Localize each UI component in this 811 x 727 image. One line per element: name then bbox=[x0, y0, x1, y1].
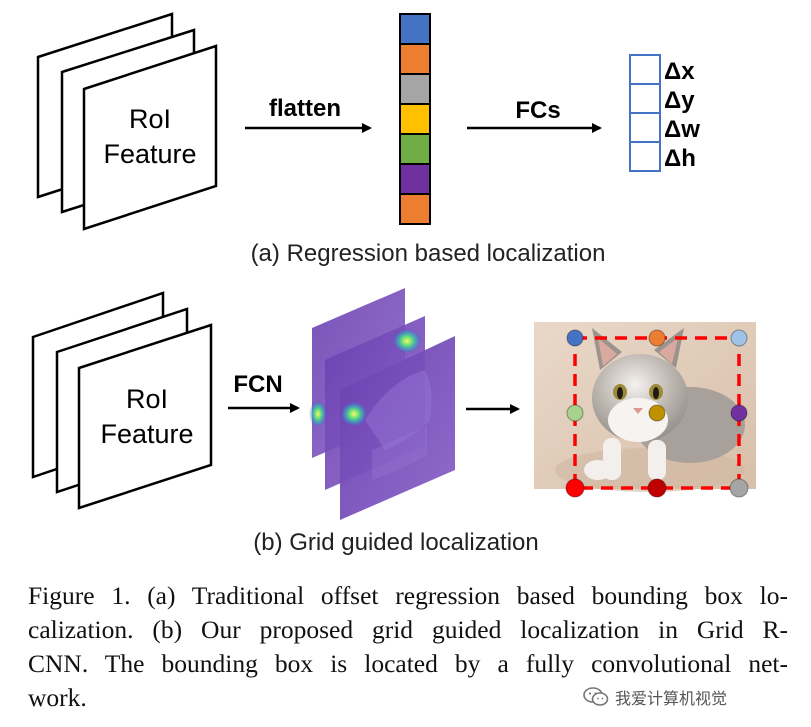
flatten-label: flatten bbox=[269, 95, 341, 122]
grid-point-bottom-2 bbox=[647, 478, 667, 498]
grid-point-middle-2 bbox=[648, 404, 666, 422]
output-label-3: Δw bbox=[664, 116, 700, 143]
vector-cell-5 bbox=[399, 133, 431, 165]
fcn-label: FCN bbox=[233, 371, 282, 398]
feature-label-a: Feature bbox=[103, 139, 196, 169]
output-cell-1 bbox=[629, 54, 661, 85]
watermark: 我爱计算机视觉 bbox=[583, 682, 727, 712]
fcs-label: FCs bbox=[515, 97, 560, 124]
watermark-text: 我爱计算机视觉 bbox=[615, 689, 728, 708]
caption-line-3: CNN. The bounding box is located by a fu… bbox=[28, 649, 788, 678]
output-cell-3 bbox=[629, 112, 661, 143]
roi-feature-stack-b: RoI Feature bbox=[31, 291, 213, 510]
grid-point-middle-1 bbox=[566, 404, 584, 422]
cat-photo bbox=[534, 322, 756, 492]
grid-point-bottom-1 bbox=[565, 478, 585, 498]
vector-cell-1 bbox=[399, 13, 431, 45]
roi-label-b: RoI bbox=[126, 384, 168, 414]
wechat-icon bbox=[583, 687, 609, 706]
caption-line-1: Figure 1. (a) Traditional offset regress… bbox=[28, 581, 788, 610]
output-label-4: Δh bbox=[664, 145, 696, 172]
vector-cell-7 bbox=[399, 193, 431, 225]
grid-point-top-2 bbox=[648, 329, 666, 347]
roi-label-a: RoI bbox=[129, 104, 171, 134]
roi-feature-stack-a: RoI Feature bbox=[36, 12, 218, 231]
output-cell-2 bbox=[629, 83, 661, 114]
flattened-vector bbox=[399, 13, 431, 225]
vector-cell-2 bbox=[399, 43, 431, 75]
figure-caption: Figure 1. (a) Traditional offset regress… bbox=[28, 579, 788, 715]
subcaption-b: (b) Grid guided localization bbox=[253, 529, 538, 556]
output-label-1: Δx bbox=[664, 58, 695, 85]
output-label-2: Δy bbox=[664, 87, 695, 114]
grid-point-middle-3 bbox=[730, 404, 748, 422]
subcaption-a: (a) Regression based localization bbox=[251, 240, 606, 267]
grid-point-top-1 bbox=[566, 329, 584, 347]
grid-points bbox=[565, 329, 749, 498]
vector-cell-3 bbox=[399, 73, 431, 105]
vector-cell-4 bbox=[399, 103, 431, 135]
caption-line-2: calization. (b) Our proposed grid guided… bbox=[28, 615, 788, 644]
grid-point-bottom-3 bbox=[729, 478, 749, 498]
vector-cell-6 bbox=[399, 163, 431, 195]
grid-point-top-3 bbox=[730, 329, 748, 347]
caption-line-4: work. bbox=[28, 683, 87, 712]
panel-b: RoI Feature FCN bbox=[31, 288, 756, 556]
feature-label-b: Feature bbox=[100, 419, 193, 449]
output-cell-4 bbox=[629, 141, 661, 172]
heatmap-stack bbox=[309, 288, 455, 520]
heatmap-front bbox=[340, 336, 455, 520]
